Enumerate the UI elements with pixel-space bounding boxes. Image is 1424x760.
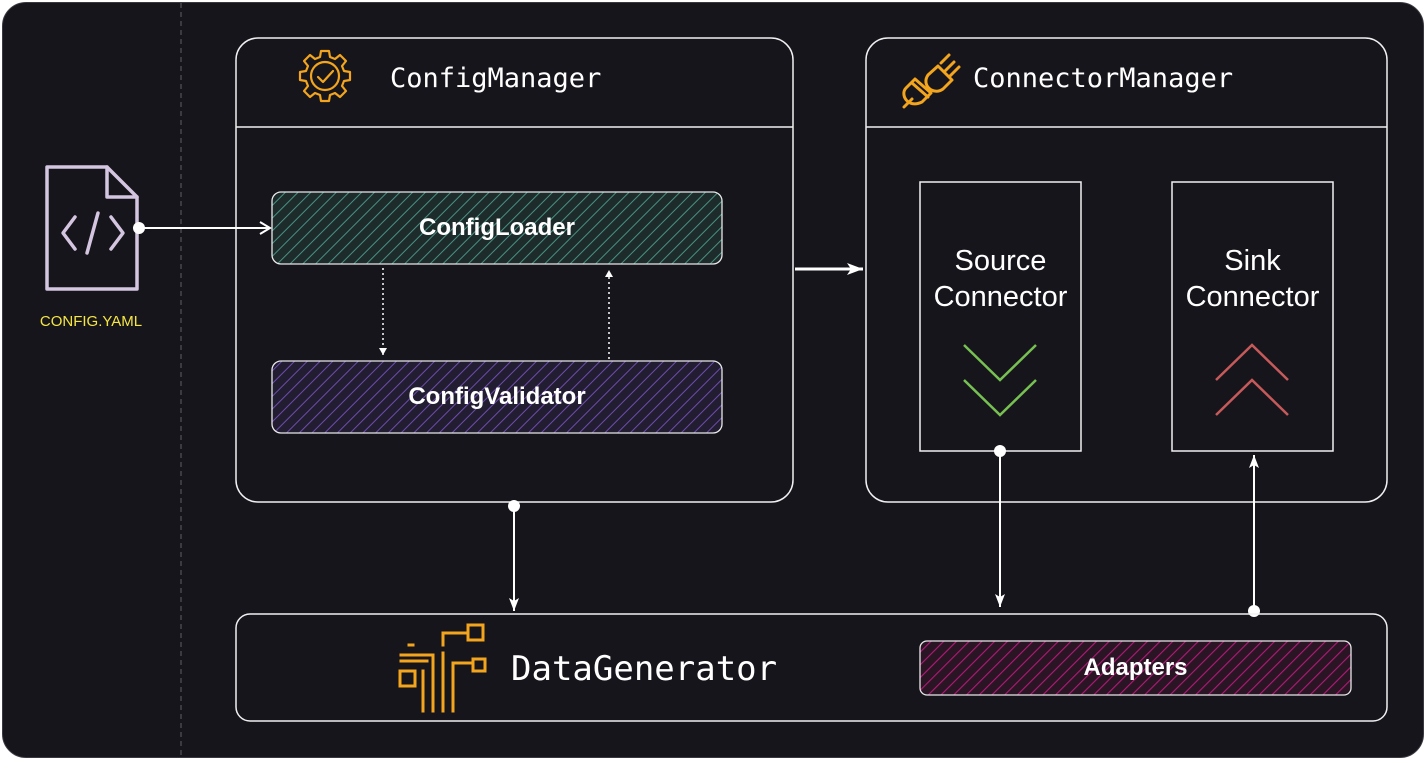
adapters-label: Adapters: [1083, 654, 1188, 681]
config-validator-box: [271, 360, 723, 434]
chevrons-up-icon: [1215, 343, 1289, 416]
adapters-box: [919, 640, 1352, 696]
sink-connector-label-line2: Connector: [1185, 281, 1320, 313]
chevrons-down-icon: [963, 344, 1037, 417]
plug-icon: [902, 53, 961, 109]
gear-check-icon: [298, 49, 352, 103]
file-code-icon: [45, 165, 139, 291]
data-generator-title: DataGenerator: [511, 649, 778, 689]
connector-manager-title: ConnectorManager: [973, 63, 1234, 94]
connector-manager-box: [865, 37, 1388, 503]
config-loader-box: [271, 191, 723, 265]
sink-connector-box: [1171, 181, 1334, 452]
data-generator-box: [235, 613, 1388, 722]
config-file-label: CONFIG.YAML: [39, 313, 143, 330]
config-loader-label: ConfigLoader: [419, 214, 575, 241]
source-connector-label-line1: Source: [954, 245, 1047, 277]
circuit-icon: [398, 623, 487, 713]
source-connector-label-line2: Connector: [933, 281, 1068, 313]
config-manager-title: ConfigManager: [390, 63, 602, 94]
source-connector-box: [919, 181, 1082, 452]
config-validator-label: ConfigValidator: [408, 383, 586, 410]
sink-connector-label-line1: Sink: [1224, 245, 1281, 277]
